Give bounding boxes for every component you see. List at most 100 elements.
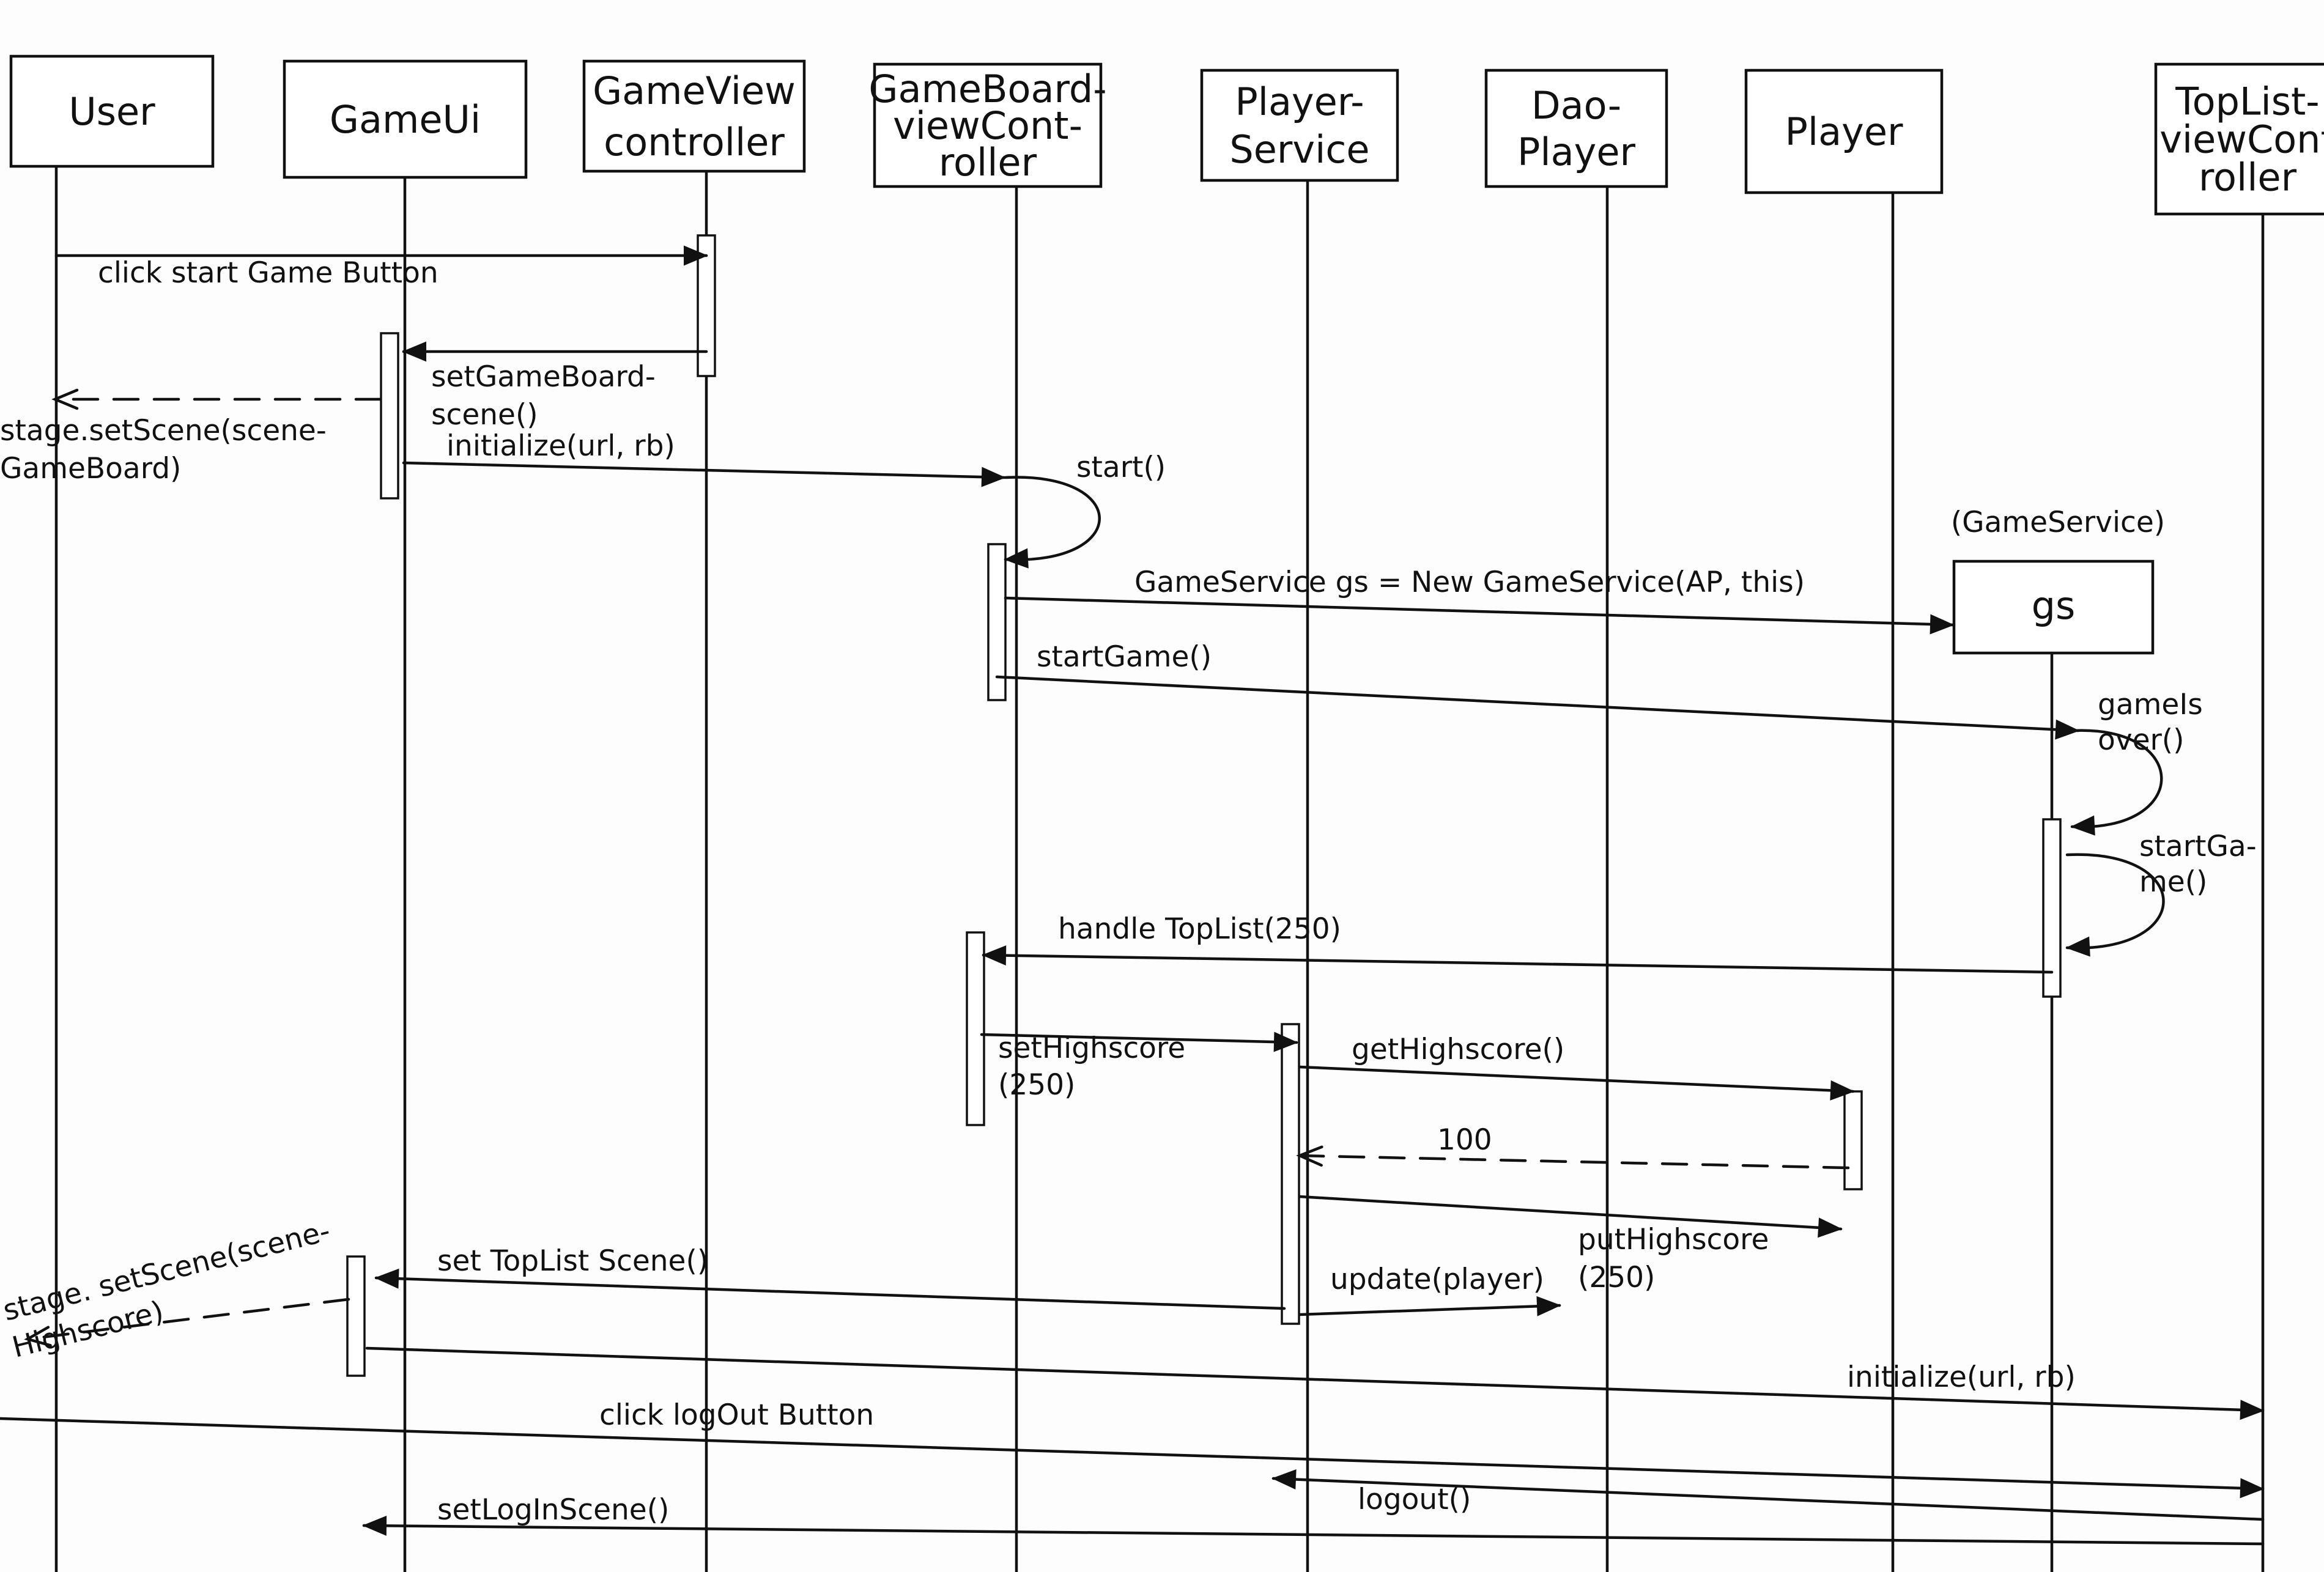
participant-name-user-line: User xyxy=(68,89,155,134)
message-label-line: initialize(url, rb) xyxy=(1847,1360,2076,1394)
object-box-gs xyxy=(1952,559,2155,655)
object-type-label: (GameService) xyxy=(1951,506,2165,539)
participant-name-toplistviewcontroller-line: viewCont xyxy=(2159,117,2324,162)
message-m13: 100 xyxy=(1296,1123,1850,1170)
participant-box-toplistviewcontroller xyxy=(2154,62,2324,216)
arrowhead-mark xyxy=(684,245,708,266)
participant-name-playerservice: Player-Service xyxy=(1229,79,1369,172)
activation-bar-gameui xyxy=(380,332,399,500)
message-label: startGa-me() xyxy=(2139,830,2257,899)
message-label: click start Game Button xyxy=(98,256,439,290)
message-label: stage. setScene(scene-Highscore) xyxy=(0,1214,342,1365)
message-label: update(player) xyxy=(1330,1263,1544,1296)
arrowhead-mark xyxy=(51,388,79,410)
message-m7: startGame() xyxy=(995,640,2080,740)
participant-name-gameui: GameUi xyxy=(330,97,481,142)
activation-bar-gameboardviewcontroller xyxy=(966,931,985,1126)
message-label-line: over() xyxy=(2098,723,2184,757)
participant-name-playerservice-line: Player- xyxy=(1235,79,1364,124)
participant-box-user xyxy=(9,54,215,168)
participant-name-player-line: Player xyxy=(1785,109,1903,154)
arrowhead-mark xyxy=(1004,548,1029,569)
message-m2: setGameBoard-scene() xyxy=(402,341,708,432)
participant-box-playerservice xyxy=(1200,68,1399,182)
participant-name-gameboardviewcontroller-line: viewCont- xyxy=(893,103,1082,148)
message-arrow-line xyxy=(0,1417,2265,1491)
message-arrow-line xyxy=(1271,1477,2265,1521)
message-m14: putHighscore(250) xyxy=(1298,1195,1843,1294)
participant-name-gameviewcontroller-line: GameView xyxy=(593,68,796,113)
activation-bar-gameboardviewcontroller xyxy=(987,543,1007,701)
arrowhead-mark xyxy=(2055,719,2080,740)
message-m1: click start Game Button xyxy=(54,245,708,290)
message-label: start() xyxy=(1076,451,1166,484)
message-label: setLogInScene() xyxy=(437,1493,669,1527)
messages: click start Game Button setGameBoard-scen… xyxy=(0,245,2265,1546)
message-arrow-line xyxy=(982,953,2054,974)
message-label: setHighscore(250) xyxy=(998,1031,1185,1102)
participant-name-gameboardviewcontroller-line: GameBoard- xyxy=(868,67,1106,111)
message-label-line: startGame() xyxy=(1037,640,1212,674)
participant-name-daoplayer-line: Player xyxy=(1517,130,1635,174)
message-label-line: set TopList Scene() xyxy=(437,1244,708,1278)
message-arrow-line xyxy=(1298,1154,1850,1170)
message-m9: startGa-me() xyxy=(2065,830,2257,957)
message-arrow-line xyxy=(980,1033,1298,1044)
message-arrow-line xyxy=(1004,596,1955,627)
arrowhead-mark xyxy=(402,341,426,362)
message-m5: start() xyxy=(1004,451,1166,569)
object-name-gs: gs xyxy=(2032,583,2076,628)
message-arrow-line xyxy=(26,1297,350,1341)
message-arrow-line xyxy=(402,461,1006,479)
message-label-line: stage.setScene(scene- xyxy=(0,414,327,448)
message-label-line: (250) xyxy=(1578,1261,1655,1294)
message-label: click logOut Button xyxy=(599,1398,874,1432)
message-m17: update(player) xyxy=(1298,1263,1561,1316)
arrowhead-mark xyxy=(981,467,1006,487)
arrowhead-mark xyxy=(2065,936,2090,957)
message-arrow-line xyxy=(1298,1304,1561,1316)
message-label: getHighscore() xyxy=(1352,1033,1564,1066)
arrowhead-mark xyxy=(2240,1400,2265,1420)
activation-bar-gameui xyxy=(346,1255,366,1377)
message-arrow-line xyxy=(365,1346,2265,1412)
activation-bar-gs xyxy=(2042,818,2062,998)
message-label: 100 xyxy=(1437,1123,1492,1157)
message-label-line: click logOut Button xyxy=(599,1398,874,1432)
message-m20: logout() xyxy=(1271,1469,2265,1521)
message-label-line: logout() xyxy=(1358,1483,1471,1516)
message-label: setGameBoard-scene() xyxy=(431,360,656,432)
arrowhead-mark xyxy=(1273,1031,1298,1052)
message-label-line: 100 xyxy=(1437,1123,1492,1157)
participant-box-gameboardviewcontroller xyxy=(873,62,1103,188)
arrowhead-mark xyxy=(374,1268,399,1289)
arrowhead-mark xyxy=(2070,815,2095,836)
participant-name-playerservice-line: Service xyxy=(1229,127,1369,172)
message-label-line: update(player) xyxy=(1330,1263,1544,1296)
activation-bar-player xyxy=(1843,1090,1863,1190)
activation-bars xyxy=(346,234,2062,1377)
message-label: startGame() xyxy=(1037,640,1212,674)
message-label-line: GameBoard) xyxy=(0,452,181,485)
message-label: stage.setScene(scene- GameBoard) xyxy=(0,414,327,485)
message-label: set TopList Scene() xyxy=(437,1244,708,1278)
message-m10: handle TopList(250) xyxy=(982,912,2054,974)
arrowhead-mark xyxy=(24,1326,52,1347)
message-arrow-line xyxy=(362,1524,2265,1546)
message-label: GameService gs = New GameService(AP, thi… xyxy=(1134,566,1805,599)
message-arrow-line xyxy=(374,1276,1286,1310)
message-label-line: click start Game Button xyxy=(98,256,439,290)
participant-box-gameviewcontroller xyxy=(582,59,806,173)
message-label-line: stage. setScene(scene- xyxy=(0,1214,333,1328)
message-m12: getHighscore() xyxy=(1298,1033,1855,1101)
participant-name-gameboardviewcontroller-line: roller xyxy=(939,140,1037,185)
participant-box-daoplayer xyxy=(1484,68,1668,188)
arrowhead-mark xyxy=(1536,1296,1561,1316)
message-m21: setLogInScene() xyxy=(362,1493,2265,1546)
participant-name-gameui-line: GameUi xyxy=(330,97,481,142)
message-label-line: GameService gs = New GameService(AP, thi… xyxy=(1134,566,1805,599)
message-label: initialize(url, rb) xyxy=(446,429,675,463)
message-m18: initialize(url, rb) xyxy=(365,1346,2265,1420)
